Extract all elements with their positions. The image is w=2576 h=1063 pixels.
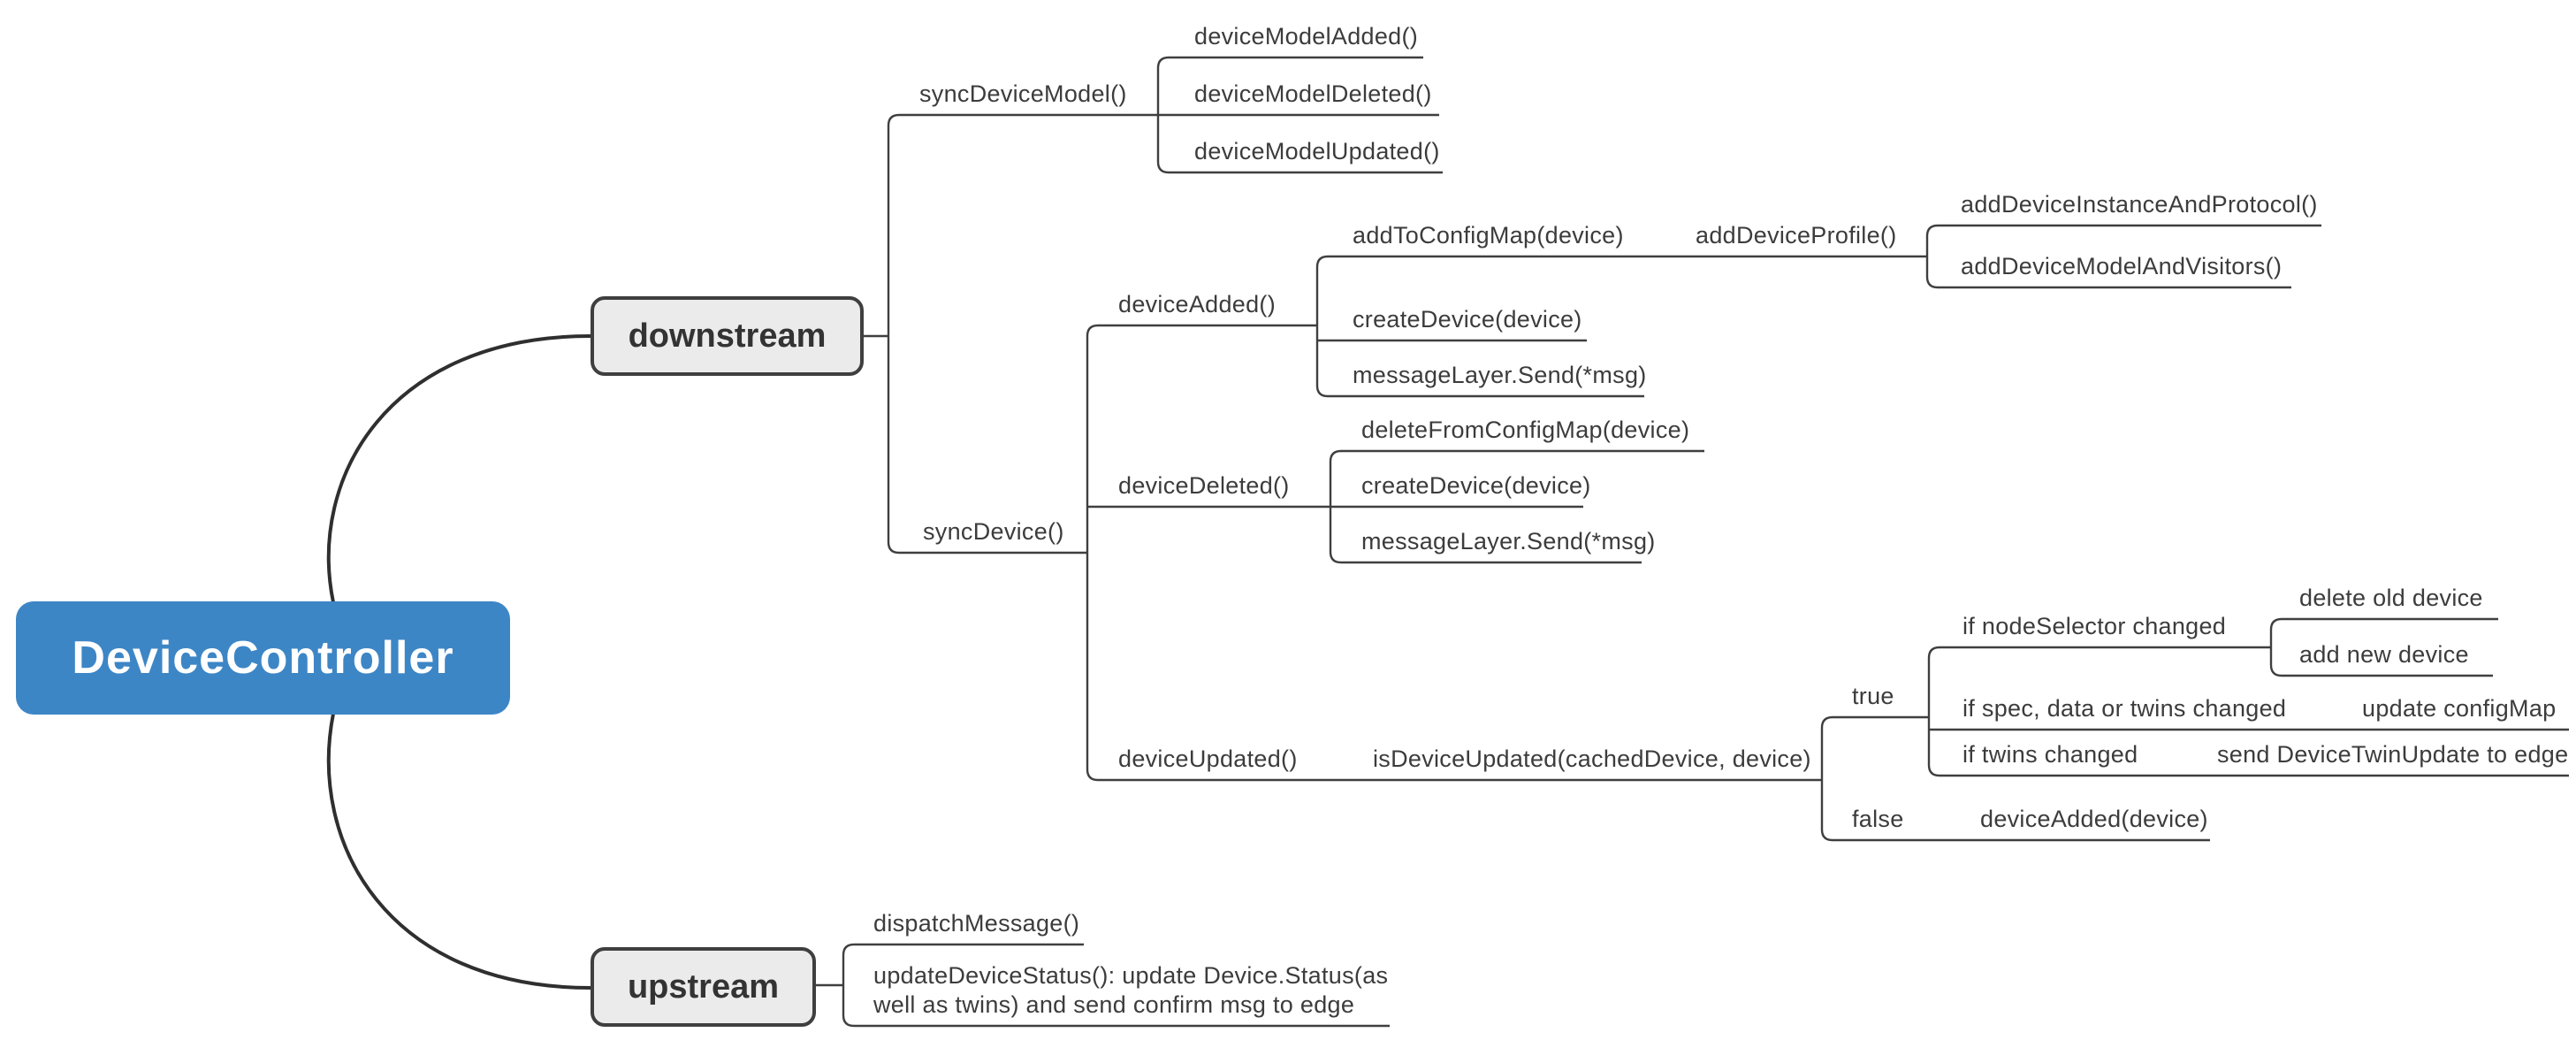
topic-deviceupdated[interactable]: deviceUpdated() [1118,745,1298,772]
topic-devicedeleted[interactable]: deviceDeleted() [1118,471,1290,499]
connector-upstream-children [842,943,1390,1028]
topic-deviceadded[interactable]: deviceAdded() [1118,290,1277,317]
branch-topic-upstream[interactable]: upstream [591,947,816,1027]
topic-dispatchmessage[interactable]: dispatchMessage() [873,909,1080,937]
topic-messagelayersend-add[interactable]: messageLayer.Send(*msg) [1353,361,1647,388]
topic-deviceadded-device[interactable]: deviceAdded(device) [1980,805,2208,832]
topic-devicemodeladded[interactable]: deviceModelAdded() [1194,22,1419,50]
topic-syncdevice[interactable]: syncDevice() [923,517,1064,545]
topic-devicemodeldeleted[interactable]: deviceModelDeleted() [1194,80,1432,107]
topic-isdeviceupdated[interactable]: isDeviceUpdated(cachedDevice, device) [1373,745,1811,772]
topic-deleteolddevice[interactable]: delete old device [2299,584,2483,611]
topic-devicemodelupdated[interactable]: deviceModelUpdated() [1194,137,1440,164]
topic-updateconfigmap[interactable]: update configMap [2362,694,2557,722]
topic-true[interactable]: true [1852,682,1894,709]
topic-deletefromconfigmap[interactable]: deleteFromConfigMap(device) [1361,416,1690,443]
connector-deviceadded-children [1315,255,1927,398]
connector-true-children [1927,646,2569,777]
topic-createdevice-del[interactable]: createDevice(device) [1361,471,1591,499]
connector-root-downstream [326,334,592,604]
topic-messagelayersend-del[interactable]: messageLayer.Send(*msg) [1361,527,1656,554]
branch-topic-downstream[interactable]: downstream [591,296,864,376]
topic-iftwinschanged[interactable]: if twins changed [1962,740,2138,768]
topic-updatedevicestatus[interactable]: updateDeviceStatus(): update Device.Stat… [873,962,1389,1018]
connector-nodeselector-children [2269,617,2498,677]
connector-root-upstream [326,712,592,990]
topic-adddeviceprofile[interactable]: addDeviceProfile() [1696,221,1897,249]
connector-syncdevice-children [1086,324,1822,782]
topic-createdevice-add[interactable]: createDevice(device) [1353,305,1582,333]
topic-senddevicetwinupdatetoedge[interactable]: send DeviceTwinUpdate to edge [2217,740,2569,768]
topic-syncdevicemodel[interactable]: syncDeviceModel() [919,80,1127,107]
topic-adddevicemodelandvisitors[interactable]: addDeviceModelAndVisitors() [1961,252,2283,279]
topic-addtoconfigmap[interactable]: addToConfigMap(device) [1353,221,1624,249]
topic-ifnodeselectorchanged[interactable]: if nodeSelector changed [1962,612,2227,639]
topic-adddeviceinstanceandprotocol[interactable]: addDeviceInstanceAndProtocol() [1961,190,2318,218]
connector-downstream-children [887,113,1158,554]
root-topic-devicecontroller[interactable]: DeviceController [16,601,510,715]
connector-isdeviceupdated-children [1820,715,2210,842]
topic-ifspecdataortwinschanged[interactable]: if spec, data or twins changed [1962,694,2287,722]
topic-addnewdevice[interactable]: add new device [2299,640,2469,668]
topic-false[interactable]: false [1852,805,1904,832]
connector-adddeviceprofile-children [1925,224,2321,289]
